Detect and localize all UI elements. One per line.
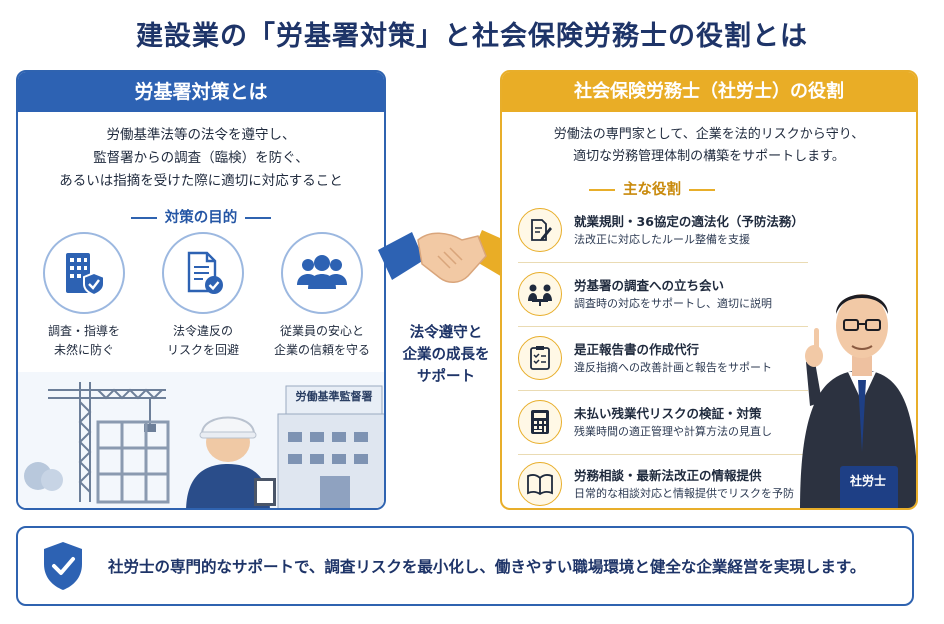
middle-caption-line: サポート: [417, 369, 475, 385]
role-item: 労務相談・最新法改正の情報提供 日常的な相談対応と情報提供でリスクを予防: [518, 456, 808, 508]
sharoushi-badge: 社労士: [849, 474, 886, 488]
document-check-icon: [162, 232, 244, 314]
document-pen-icon: [518, 208, 562, 252]
calculator-icon: [518, 400, 562, 444]
summary-message: 社労士の専門的なサポートで、調査リスクを最小化し、働きやすい職場環境と健全な企業…: [108, 558, 866, 576]
page-title: 建設業の「労基署対策」と社会保険労務士の役割とは: [136, 21, 808, 52]
handshake-icon: [378, 210, 518, 300]
role-divider: [518, 390, 808, 391]
summary-banner: 社労士の専門的なサポートで、調査リスクを最小化し、働きやすい職場環境と健全な企業…: [16, 526, 914, 606]
checklist-icon: [518, 336, 562, 380]
right-desc-line: 労働法の専門家として、企業を法的リスクから守り、: [553, 127, 865, 142]
purpose-label: 調査・指導を 未然に防ぐ: [34, 322, 134, 360]
role-divider: [518, 262, 808, 263]
role-description: 残業時間の適正管理や計算方法の見直し: [574, 424, 772, 438]
purpose-item-avoid-risk: 法令違反の リスクを回避: [153, 232, 253, 360]
role-title: 是正報告書の作成代行: [574, 341, 700, 357]
purpose-label-line: リスクを回避: [166, 343, 239, 357]
right-desc-line: 適切な労務管理体制の構築をサポートします。: [573, 149, 845, 164]
office-sign: 労働基準監督署: [295, 390, 373, 403]
role-item: 就業規則・36協定の適法化（予防法務） 法改正に対応したルール整備を支援: [518, 202, 808, 258]
purpose-label-line: 未然に防ぐ: [53, 343, 114, 357]
left-panel: 労基署対策とは 労働基準法等の法令を遵守し、 監督署からの調査（臨検）を防ぐ、 …: [16, 70, 386, 510]
purpose-label-line: 企業の信頼を守る: [273, 343, 370, 357]
purpose-label: 法令違反の リスクを回避: [153, 322, 253, 360]
purpose-label-line: 調査・指導を: [47, 324, 120, 338]
right-panel-heading: 社会保険労務士（社労士）の役割: [502, 72, 916, 112]
shield-check-icon: [40, 540, 86, 592]
role-item: 労基署の調査への立ち会い 調査時の対応をサポートし、適切に説明: [518, 266, 808, 322]
construction-scene-illustration: [18, 372, 384, 508]
middle-caption-line: 企業の成長を: [402, 347, 490, 363]
role-description: 調査時の対応をサポートし、適切に説明: [574, 296, 772, 310]
purpose-label: 従業員の安心と 企業の信頼を守る: [272, 322, 372, 360]
role-description: 法改正に対応したルール整備を支援: [574, 232, 750, 246]
middle-caption: 法令遵守と 企業の成長を サポート: [386, 322, 506, 388]
divider: [689, 189, 715, 191]
left-panel-description: 労働基準法等の法令を遵守し、 監督署からの調査（臨検）を防ぐ、 あるいは指摘を受…: [18, 124, 384, 193]
meeting-icon: [518, 272, 562, 316]
role-title: 未払い残業代リスクの検証・対策: [574, 405, 762, 421]
book-icon: [518, 462, 562, 506]
left-desc-line: あるいは指摘を受けた際に適切に対応すること: [59, 173, 343, 189]
purpose-subheading-text: 対策の目的: [164, 210, 238, 226]
roles-subheading: 主な役割: [502, 178, 802, 199]
left-desc-line: 労働基準法等の法令を遵守し、: [106, 127, 296, 143]
purpose-label-line: 従業員の安心と: [279, 324, 364, 338]
divider: [245, 217, 272, 219]
left-desc-line: 監督署からの調査（臨検）を防ぐ、: [93, 150, 309, 166]
people-group-icon: [281, 232, 363, 314]
role-item: 是正報告書の作成代行 違反指摘への改善計画と報告をサポート: [518, 330, 808, 386]
role-title: 就業規則・36協定の適法化（予防法務）: [574, 213, 804, 229]
purpose-item-prevent: 調査・指導を 未然に防ぐ: [34, 232, 134, 360]
role-item: 未払い残業代リスクの検証・対策 残業時間の適正管理や計算方法の見直し: [518, 394, 808, 450]
purpose-label-line: 法令違反の: [172, 324, 233, 338]
building-shield-icon: [43, 232, 125, 314]
consultant-illustration: [792, 252, 916, 508]
middle-caption-line: 法令遵守と: [409, 325, 483, 341]
role-divider: [518, 454, 808, 455]
divider: [589, 189, 615, 191]
purpose-subheading: 対策の目的: [18, 206, 384, 227]
role-divider: [518, 326, 808, 327]
divider: [130, 217, 157, 219]
roles-subheading-text: 主な役割: [623, 182, 681, 198]
role-description: 日常的な相談対応と情報提供でリスクを予防: [574, 486, 794, 500]
right-panel-description: 労働法の専門家として、企業を法的リスクから守り、 適切な労務管理体制の構築をサポ…: [502, 124, 916, 168]
role-description: 違反指摘への改善計画と報告をサポート: [574, 360, 772, 374]
role-title: 労基署の調査への立ち会い: [574, 277, 725, 293]
right-panel: 社会保険労務士（社労士）の役割 労働法の専門家として、企業を法的リスクから守り、…: [500, 70, 918, 510]
role-title: 労務相談・最新法改正の情報提供: [574, 467, 762, 483]
left-panel-heading: 労基署対策とは: [18, 72, 384, 112]
purpose-item-trust: 従業員の安心と 企業の信頼を守る: [272, 232, 372, 360]
